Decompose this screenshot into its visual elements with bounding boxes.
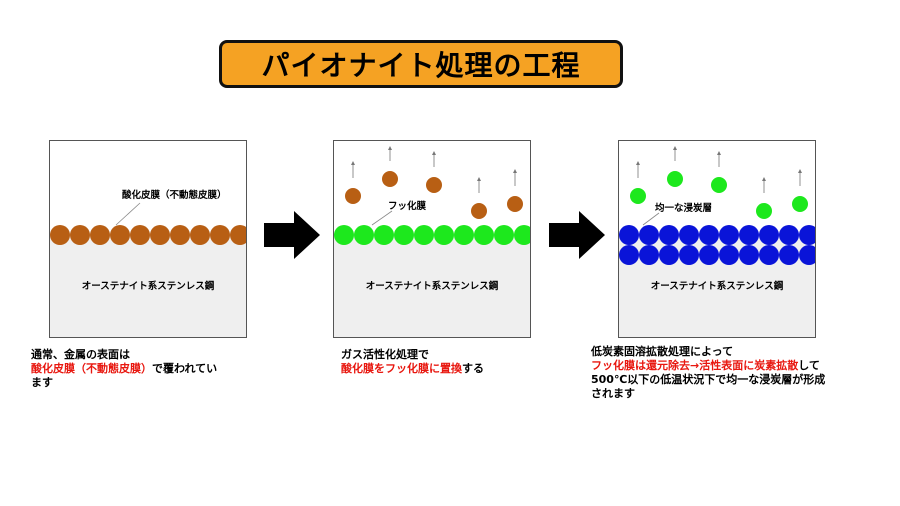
arrow-right-icon [549, 211, 605, 259]
caption-line: ガス活性化処理で [341, 348, 429, 361]
page-title: パイオナイト処理の工程 [261, 49, 581, 82]
carbon-particle-layer [619, 225, 815, 265]
substrate-label: オーステナイト系ステンレス鋼 [650, 281, 784, 292]
callout-leader-line [371, 210, 393, 226]
caption-highlight: 酸化皮膜（不動態皮膜） [31, 362, 152, 375]
caption-text: で覆われてい [152, 362, 218, 375]
title-box: パイオナイト処理の工程 [219, 40, 623, 88]
substrate [50, 235, 246, 337]
released-oxide-particles [345, 171, 523, 219]
caption-line: されます [591, 387, 635, 400]
caption-text: して [798, 359, 820, 372]
callout-carburized-layer: 均一な浸炭層 [655, 203, 713, 214]
caption-line: 酸化膜をフッ化膜に置換する [341, 362, 484, 376]
caption-highlight: フッ化膜は還元除去→活性表面に炭素拡散 [591, 359, 799, 372]
caption-line: 通常、金属の表面は [31, 348, 130, 361]
panel-carburized-layer: 均一な浸炭層 オーステナイト系ステンレス鋼 [618, 140, 816, 338]
panel-3-graphic [619, 146, 815, 337]
caption-step-3: 低炭素固溶拡散処理によって フッ化膜は還元除去→活性表面に炭素拡散して 500℃… [591, 345, 825, 401]
caption-text: する [462, 362, 484, 375]
caption-line: 酸化皮膜（不動態皮膜）で覆われてい [31, 362, 217, 376]
callout-oxide-film: 酸化皮膜（不動態皮膜） [122, 190, 227, 201]
callout-fluoride-film: フッ化膜 [388, 201, 427, 212]
substrate-label: オーステナイト系ステンレス鋼 [365, 281, 499, 292]
substrate-label: オーステナイト系ステンレス鋼 [81, 281, 215, 292]
caption-step-1: 通常、金属の表面は 酸化皮膜（不動態皮膜）で覆われてい ます [31, 348, 217, 390]
oxide-particle-row [50, 225, 246, 245]
caption-line: フッ化膜は還元除去→活性表面に炭素拡散して [591, 359, 825, 373]
caption-line: 低炭素固溶拡散処理によって [591, 345, 734, 358]
caption-line: 500℃以下の低温状況下で均一な浸炭層が形成 [591, 373, 826, 386]
upward-arrows [351, 146, 517, 193]
callout-leader-line [115, 202, 141, 226]
upward-arrows [636, 146, 802, 193]
caption-step-2: ガス活性化処理で 酸化膜をフッ化膜に置換する [341, 348, 484, 376]
callout-leader-line [642, 212, 660, 226]
fluoride-particle-row [334, 225, 530, 245]
panel-1-graphic [50, 202, 246, 337]
panel-oxide-film: 酸化皮膜（不動態皮膜） オーステナイト系ステンレス鋼 [49, 140, 247, 338]
caption-line: ます [31, 376, 53, 389]
arrow-right-icon [264, 211, 320, 259]
released-fluoride-particles [630, 171, 808, 219]
caption-highlight: 酸化膜をフッ化膜に置換 [341, 362, 462, 375]
panel-2-graphic [334, 146, 530, 337]
substrate [334, 235, 530, 337]
panel-fluoride-film: フッ化膜 オーステナイト系ステンレス鋼 [333, 140, 531, 338]
